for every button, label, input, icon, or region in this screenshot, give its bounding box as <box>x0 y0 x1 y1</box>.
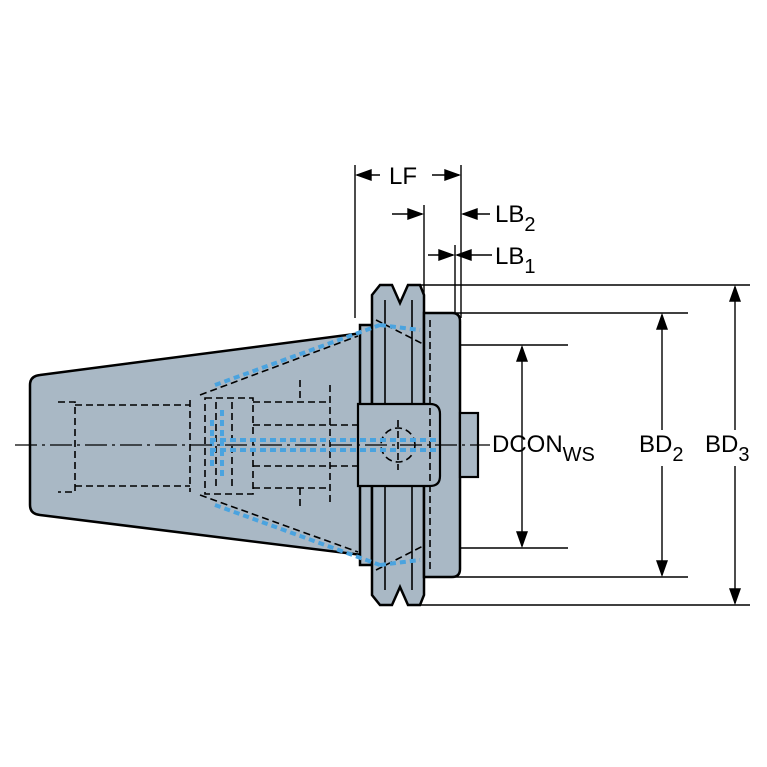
label-lf: LF <box>389 163 417 190</box>
hidden-lines <box>58 319 431 571</box>
taper-shank <box>28 331 364 557</box>
label-dcon-ws: DCONWS <box>492 431 595 466</box>
clamp-block <box>356 402 442 488</box>
label-lb1: LB1 <box>495 243 535 278</box>
extension-lines <box>354 165 750 606</box>
dimension-arrows <box>354 169 741 606</box>
label-bd2: BD2 <box>639 431 683 466</box>
dimension-labels: LF LB2 LB1 DCONWS BD2 BD3 <box>383 160 762 466</box>
coolant-channels <box>210 323 440 567</box>
label-lb2: LB2 <box>495 201 535 236</box>
label-bd3: BD3 <box>705 431 749 466</box>
